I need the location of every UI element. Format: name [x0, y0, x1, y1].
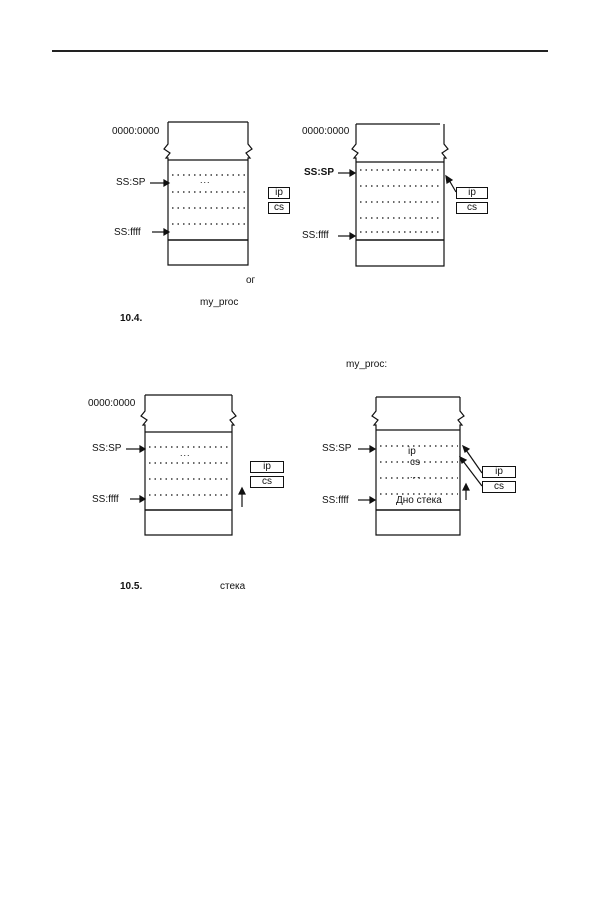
fig2-left-ellipsis: ... [180, 448, 191, 458]
fig2-caption-number: 10.5. [120, 581, 143, 592]
fig1-proc-label: my_proc [200, 297, 239, 308]
fig1-right-cs-register: cs [456, 202, 488, 214]
fig2-right-ip-register: ip [482, 466, 516, 478]
fig1-right-ffff-label: SS:ffff [302, 230, 329, 241]
header-rule [52, 50, 548, 52]
fig2-right-ellipsis: ... [410, 470, 421, 480]
fig1-right-ip-register: ip [456, 187, 488, 199]
fig2-right-sp-label: SS:SP [322, 443, 352, 454]
fig1-right-stack [351, 123, 449, 267]
fig1-right-sp-label: SS:SP [304, 167, 335, 178]
fig1-note: ог [246, 275, 256, 286]
fig1-left-ffff-label: SS:ffff [114, 227, 141, 238]
fig2-right-slot-ip: ip [408, 446, 416, 457]
fig1-left-cs-register: cs [268, 202, 290, 214]
fig2-left-ip-register: ip [250, 461, 284, 473]
fig2-left-stack [140, 394, 237, 536]
fig2-left-cs-register: cs [250, 476, 284, 488]
fig2-right-stack [371, 396, 465, 536]
fig1-left-sp-label: SS:SP [116, 177, 146, 188]
fig1-caption-number: 10.4. [120, 313, 143, 324]
fig1-left-stack [163, 121, 253, 266]
fig2-caption-word: стека [220, 581, 246, 592]
fig2-right-cs-register: cs [482, 481, 516, 493]
fig2-right-bottom-label: Дно стека [396, 495, 442, 506]
fig1-left-ellipsis: ... [200, 175, 211, 185]
fig1-left-addr-label: 0000:0000 [112, 126, 160, 137]
fig2-left-ffff-label: SS:ffff [92, 494, 119, 505]
fig2-right-ffff-label: SS:ffff [322, 495, 349, 506]
fig2-proc-label: my_proc: [346, 359, 388, 370]
fig2-left-sp-label: SS:SP [92, 443, 122, 454]
fig2-left-addr-label: 0000:0000 [88, 398, 136, 409]
fig1-right-addr-label: 0000:0000 [302, 126, 350, 137]
fig1-left-ip-register: ip [268, 187, 290, 199]
fig2-right-slot-cs: cs [410, 457, 420, 468]
